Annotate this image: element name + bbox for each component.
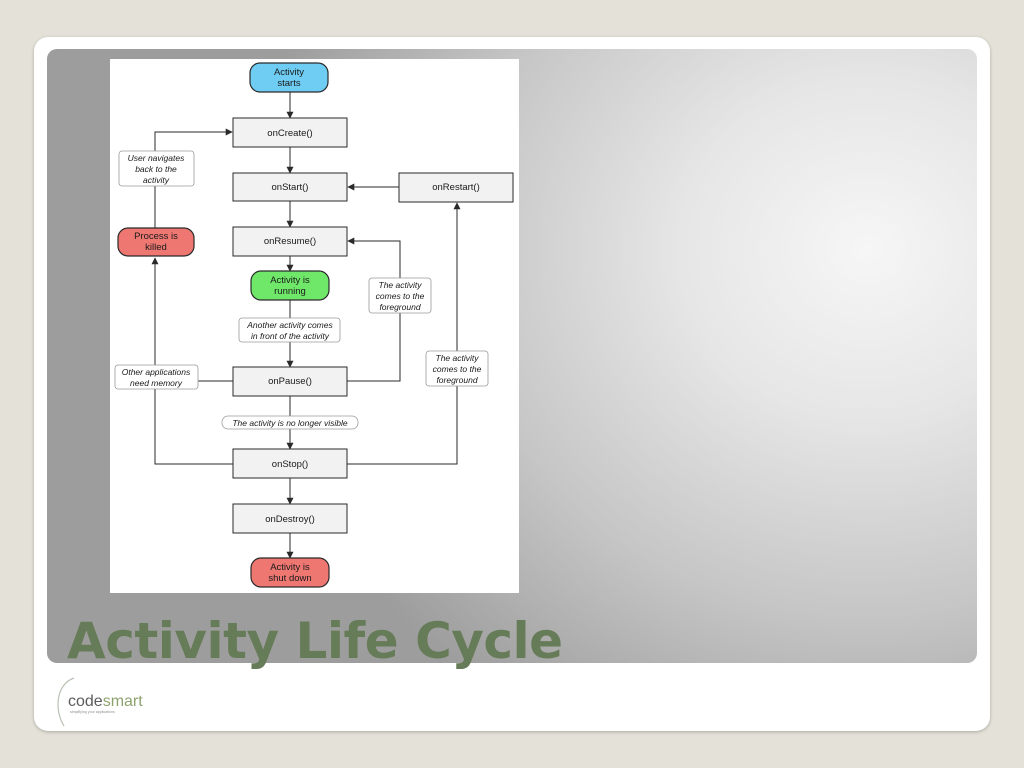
node-activity-starts: Activity starts — [249, 62, 329, 93]
brand-logo-svg: codesmart simplifying your applications — [57, 677, 143, 727]
lifecycle-diagram-svg: onCreate() onStart() onRestart() onResum… — [114, 62, 514, 588]
connector-lines — [151, 92, 461, 559]
brand-logo: codesmart simplifying your applications — [50, 672, 160, 730]
svg-text:onPause(): onPause() — [268, 376, 312, 387]
note-comes-to-foreground-2: The activity comes to the foreground — [425, 350, 489, 387]
svg-text:shut down: shut down — [268, 573, 311, 584]
svg-text:onStop(): onStop() — [272, 459, 308, 470]
node-on-restart: onRestart() — [398, 172, 514, 203]
slide-title: Activity Life Cycle — [67, 612, 563, 670]
svg-text:Another activity comes: Another activity comes — [246, 320, 333, 330]
node-on-pause: onPause() — [232, 366, 348, 397]
node-on-create: onCreate() — [232, 117, 348, 148]
svg-text:onResume(): onResume() — [264, 236, 316, 247]
node-on-destroy: onDestroy() — [232, 503, 348, 534]
svg-text:killed: killed — [145, 242, 167, 253]
logo-swoosh-icon — [57, 677, 75, 727]
arrow-killed-to-create — [154, 128, 233, 228]
svg-text:Process is: Process is — [134, 231, 178, 242]
svg-text:back to the: back to the — [135, 164, 177, 174]
note-another-activity: Another activity comes in front of the a… — [238, 317, 341, 343]
note-other-apps-memory: Other applications need memory — [114, 364, 199, 390]
node-process-killed: Process is killed — [117, 227, 195, 257]
svg-text:Activity is: Activity is — [270, 275, 310, 286]
svg-text:onStart(): onStart() — [272, 182, 309, 193]
svg-text:in front of the activity: in front of the activity — [251, 331, 330, 341]
svg-text:activity: activity — [143, 175, 170, 185]
node-on-start: onStart() — [232, 172, 348, 202]
note-no-longer-visible: The activity is no longer visible — [221, 415, 359, 430]
note-comes-to-foreground-1: The activity comes to the foreground — [368, 277, 432, 314]
node-activity-shut-down: Activity is shut down — [250, 557, 330, 588]
svg-text:Other applications: Other applications — [122, 367, 191, 377]
svg-text:running: running — [274, 286, 306, 297]
svg-text:The activity: The activity — [379, 280, 423, 290]
logo-brand-code: code — [68, 693, 103, 710]
lifecycle-diagram: onCreate() onStart() onRestart() onResum… — [110, 59, 519, 593]
node-activity-running: Activity is running — [250, 270, 330, 301]
svg-text:User navigates: User navigates — [128, 153, 185, 163]
arrow-stop-to-restart — [347, 202, 461, 465]
svg-text:codesmart: codesmart — [68, 693, 143, 710]
svg-text:Activity: Activity — [274, 67, 304, 78]
logo-tagline: simplifying your applications — [70, 710, 115, 714]
node-on-resume: onResume() — [232, 226, 348, 257]
svg-text:onDestroy(): onDestroy() — [265, 514, 315, 525]
arrow-stop-to-killed — [151, 257, 233, 465]
svg-text:The activity is no longer visi: The activity is no longer visible — [232, 418, 348, 428]
svg-text:foreground: foreground — [436, 375, 477, 385]
svg-text:foreground: foreground — [379, 302, 420, 312]
svg-text:The activity: The activity — [436, 353, 480, 363]
svg-text:starts: starts — [277, 78, 300, 89]
svg-text:onRestart(): onRestart() — [432, 182, 480, 193]
node-on-stop: onStop() — [232, 448, 348, 479]
svg-text:onCreate(): onCreate() — [267, 128, 312, 139]
svg-text:comes to the: comes to the — [376, 291, 425, 301]
note-user-navigates-back: User navigates back to the activity — [118, 150, 195, 187]
svg-text:Activity is: Activity is — [270, 562, 310, 573]
logo-brand-smart: smart — [103, 693, 144, 710]
svg-text:comes to the: comes to the — [433, 364, 482, 374]
svg-text:need memory: need memory — [130, 378, 183, 388]
